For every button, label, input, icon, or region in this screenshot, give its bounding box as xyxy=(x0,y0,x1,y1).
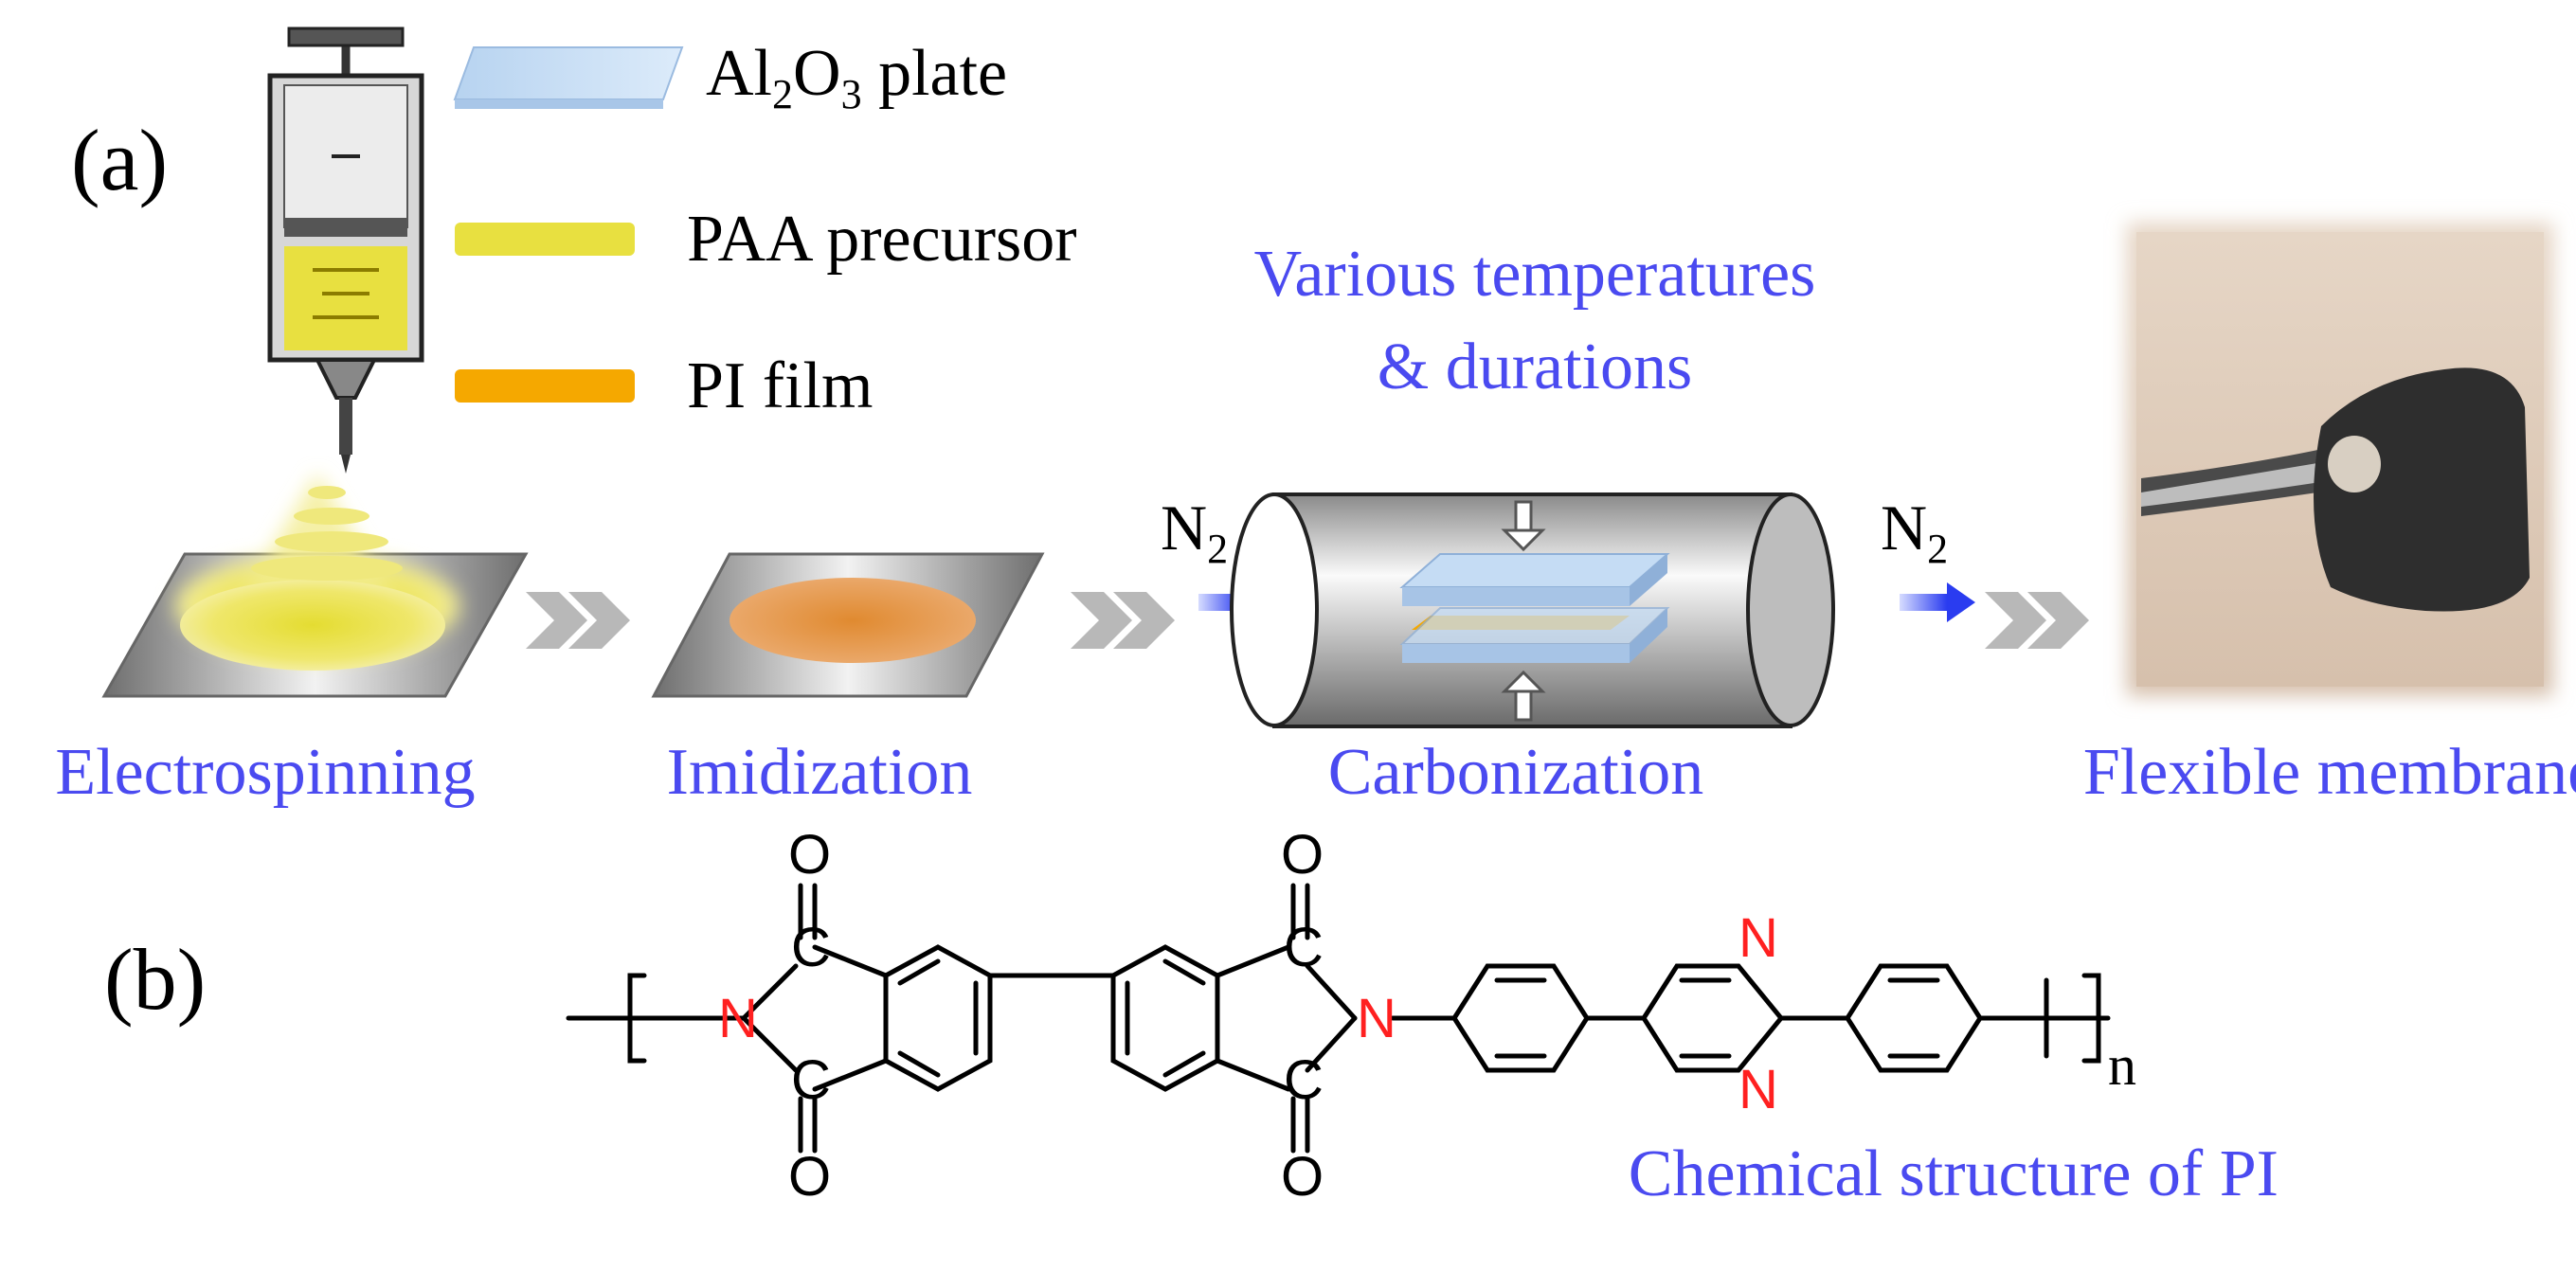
atom-n-right: N xyxy=(1357,988,1396,1049)
legend-al2o3: Al2O3 plate xyxy=(453,37,1007,117)
svg-text:Al2O3 plate: Al2O3 plate xyxy=(706,37,1007,117)
atom-n-left: N xyxy=(718,988,758,1049)
left-bracket xyxy=(627,973,647,1064)
legend-al2o3-suffix: plate xyxy=(862,37,1008,110)
legend: Al2O3 plate PAA precursor PI film xyxy=(453,37,1077,422)
atom-c-right-bottom: C xyxy=(1284,1049,1324,1111)
legend-pi: PI film xyxy=(455,349,873,422)
pressure-arrow-up-icon xyxy=(1501,670,1546,722)
legend-al2o3-sub1: 2 xyxy=(772,71,793,117)
panel-a-label: (a) xyxy=(71,112,168,208)
legend-al2o3-prefix: Al xyxy=(706,37,772,110)
syringe-icon xyxy=(267,27,424,474)
step-carbonization: Carbonization xyxy=(1328,736,1704,809)
atom-c-left-top: C xyxy=(791,917,831,978)
conditions-line-2: & durations xyxy=(1378,331,1692,403)
step-arrow-2 xyxy=(1071,592,1175,649)
legend-pi-label: PI film xyxy=(687,349,873,422)
step-flexible-membrane: Flexible membrane xyxy=(2083,736,2576,809)
legend-paa: PAA precursor xyxy=(455,203,1077,276)
atom-o-right-bottom: O xyxy=(1281,1146,1324,1208)
legend-al2o3-mid: O xyxy=(793,37,841,110)
atom-o-right-top: O xyxy=(1281,824,1324,886)
legend-al2o3-sub2: 3 xyxy=(841,71,862,117)
furnace-top-plate xyxy=(1399,553,1670,606)
membrane-photo xyxy=(2127,223,2553,696)
atom-c-right-top: C xyxy=(1284,917,1324,978)
atom-n-pyrimidine-bottom: N xyxy=(1738,1059,1778,1120)
structure-caption: Chemical structure of PI xyxy=(1629,1137,2279,1210)
panel-b-label: (b) xyxy=(104,931,206,1028)
repeat-subscript: n xyxy=(2108,1034,2136,1097)
step-imidization: Imidization xyxy=(667,736,973,809)
step-electrospinning: Electrospinning xyxy=(55,736,475,809)
tube-furnace xyxy=(1230,492,1835,728)
atom-o-left-top: O xyxy=(788,824,831,886)
pi-chemical-structure: N C C O O C C O O N N N n xyxy=(566,824,2136,1208)
right-bracket xyxy=(2081,973,2101,1064)
electrospinning-substrate xyxy=(101,474,529,698)
legend-paa-label: PAA precursor xyxy=(687,203,1077,276)
atom-o-left-bottom: O xyxy=(788,1146,831,1208)
gas-inlet-sub: 2 xyxy=(1207,526,1228,572)
pressure-arrow-down-icon xyxy=(1501,500,1546,552)
atom-c-left-bottom: C xyxy=(791,1049,831,1111)
furnace-bottom-plate xyxy=(1399,607,1670,663)
step-arrow-1 xyxy=(526,592,630,649)
gas-outlet-sub: 2 xyxy=(1927,526,1948,572)
atom-n-pyrimidine-top: N xyxy=(1738,907,1778,969)
gas-outlet-label: N2 xyxy=(1881,492,1948,572)
step-arrow-3 xyxy=(1985,592,2089,649)
conditions-line-1: Various temperatures xyxy=(1254,238,1816,311)
gas-inlet-label: N2 xyxy=(1161,492,1228,572)
gas-outlet-arrow xyxy=(1900,582,1975,622)
gas-outlet-symbol: N xyxy=(1881,492,1927,564)
imidization-substrate xyxy=(651,552,1045,698)
gas-inlet-symbol: N xyxy=(1161,492,1207,564)
